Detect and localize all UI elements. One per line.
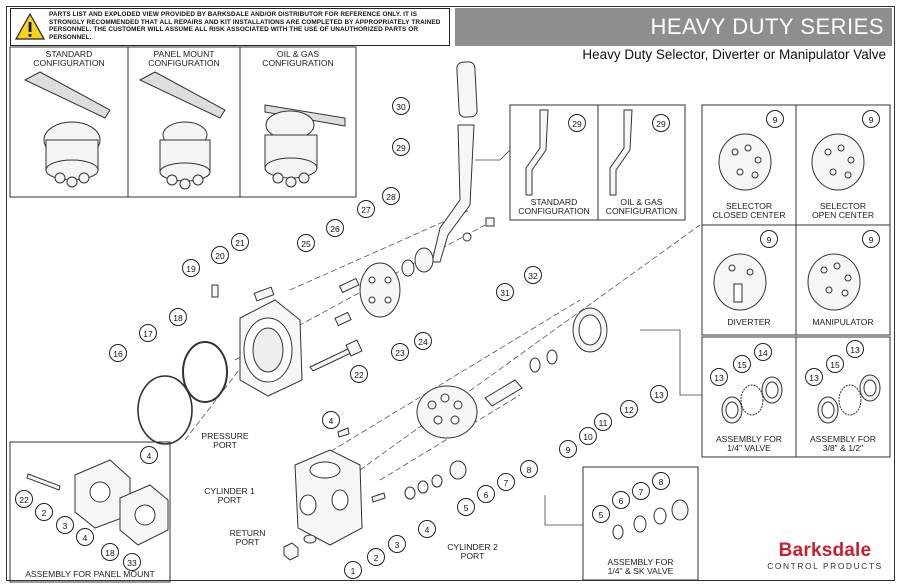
- callout-11: 11: [594, 413, 612, 431]
- callout-5-lower: 5: [457, 498, 475, 516]
- callout-24: 24: [414, 332, 432, 350]
- callout-sk-7: 7: [632, 482, 650, 500]
- seal-assembly-label-three-eighths: ASSEMBLY FOR 3/8" & 1/2": [809, 434, 877, 453]
- callout-seal2-13b: 13: [846, 340, 864, 358]
- callout-pm-4a: 4: [140, 446, 158, 464]
- handle-grip-part: [456, 61, 478, 118]
- standard-config-valve: [23, 71, 111, 188]
- disc-label-diverter: DIVERTER: [727, 317, 771, 327]
- callout-pm-33: 33: [123, 553, 141, 571]
- callout-31: 31: [496, 283, 514, 301]
- callout-handle-standard: 29: [568, 114, 586, 132]
- callout-handle-oil-gas: 29: [652, 114, 670, 132]
- series-title: HEAVY DUTY SERIES: [455, 8, 892, 46]
- callout-pm-4b: 4: [76, 528, 94, 546]
- callout-20: 20: [211, 246, 229, 264]
- brand-name: Barksdale: [778, 540, 872, 561]
- disc-label-closed-center: SELECTOR CLOSED CENTER: [712, 201, 786, 220]
- warning-triangle-icon: [15, 12, 45, 40]
- panel-mount-label: ASSEMBLY FOR PANEL MOUNT: [25, 569, 155, 579]
- callout-7: 7: [497, 473, 515, 491]
- callout-disc-closed: 9: [766, 110, 784, 128]
- oil-gas-config-valve: [264, 104, 346, 188]
- warning-box: PARTS LIST AND EXPLODED VIEW PROVIDED BY…: [10, 8, 450, 46]
- callout-28: 28: [382, 187, 400, 205]
- callout-27: 27: [357, 200, 375, 218]
- warning-text: PARTS LIST AND EXPLODED VIEW PROVIDED BY…: [49, 11, 441, 41]
- callout-29: 29: [392, 138, 410, 156]
- brand-subtitle: CONTROL PRODUCTS: [767, 561, 883, 571]
- callout-disc-manipulator: 9: [862, 230, 880, 248]
- sk-assembly-label: ASSEMBLY FOR 1/4" & SK VALVE: [607, 557, 674, 576]
- configurations-panel: [9, 46, 357, 198]
- callout-32: 32: [524, 266, 542, 284]
- panel-mount-config-valve: [138, 71, 226, 190]
- callout-4-lower: 4: [418, 520, 436, 538]
- callout-22: 22: [350, 365, 368, 383]
- callout-13: 13: [650, 385, 668, 403]
- callout-sk-6: 6: [612, 491, 630, 509]
- cylinder1-port-label: CYLINDER 1 PORT: [204, 486, 255, 505]
- disc-label-open-center: SELECTOR OPEN CENTER: [811, 201, 875, 220]
- callout-sk-8: 8: [652, 472, 670, 490]
- callout-6-lower: 6: [477, 485, 495, 503]
- handle-lever-part: [431, 124, 475, 263]
- callout-3: 3: [388, 535, 406, 553]
- callout-23: 23: [391, 343, 409, 361]
- callout-pm-18: 18: [101, 543, 119, 561]
- callout-25: 25: [297, 234, 315, 252]
- callout-30: 30: [392, 97, 410, 115]
- callout-seal2-15: 15: [826, 355, 844, 373]
- handle-config-label-standard: STANDARD CONFIGURATION: [518, 197, 590, 216]
- callout-1: 1: [344, 561, 362, 579]
- diagram-subtitle: Heavy Duty Selector, Diverter or Manipul…: [582, 47, 886, 62]
- handle-config-label-oil-gas: OIL & GAS CONFIGURATION: [605, 197, 678, 216]
- callout-12: 12: [620, 400, 638, 418]
- callout-pm-2: 2: [35, 503, 53, 521]
- callout-10: 10: [579, 427, 597, 445]
- config-label-standard: STANDARD CONFIGURATION: [33, 49, 105, 68]
- callout-8: 8: [520, 460, 538, 478]
- callout-17: 17: [139, 324, 157, 342]
- config-label-panel-mount: PANEL MOUNT CONFIGURATION: [148, 49, 220, 68]
- pressure-port-label: PRESSURE PORT: [201, 431, 249, 450]
- callout-sk-5: 5: [592, 505, 610, 523]
- disc-label-manipulator: MANIPULATOR: [812, 317, 874, 327]
- callout-18: 18: [169, 308, 187, 326]
- barksdale-logo: Barksdale CONTROL PRODUCTS: [760, 540, 890, 572]
- panel-mount-panel: [9, 441, 171, 583]
- callout-disc-diverter: 9: [760, 230, 778, 248]
- callout-disc-open: 9: [862, 110, 880, 128]
- callout-pm-22: 22: [15, 490, 33, 508]
- callout-seal1-13: 13: [710, 368, 728, 386]
- sk-assembly-panel: [582, 466, 699, 581]
- callout-seal1-14: 14: [754, 343, 772, 361]
- config-label-oil-gas: OIL & GAS CONFIGURATION: [262, 49, 334, 68]
- return-port-label: RETURN PORT: [229, 528, 266, 547]
- callout-pm-3: 3: [56, 516, 74, 534]
- callout-9: 9: [559, 440, 577, 458]
- callout-seal1-15: 15: [733, 355, 751, 373]
- callout-seal2-13a: 13: [805, 368, 823, 386]
- callout-4-upper: 4: [322, 411, 340, 429]
- seal-assembly-label-quarter: ASSEMBLY FOR 1/4" VALVE: [715, 434, 783, 453]
- callout-19: 19: [182, 259, 200, 277]
- callout-2: 2: [367, 548, 385, 566]
- callout-26: 26: [326, 219, 344, 237]
- callout-16: 16: [109, 344, 127, 362]
- callout-21: 21: [231, 233, 249, 251]
- drawing-frame: [6, 6, 895, 581]
- cylinder2-port-label: CYLINDER 2 PORT: [447, 542, 498, 561]
